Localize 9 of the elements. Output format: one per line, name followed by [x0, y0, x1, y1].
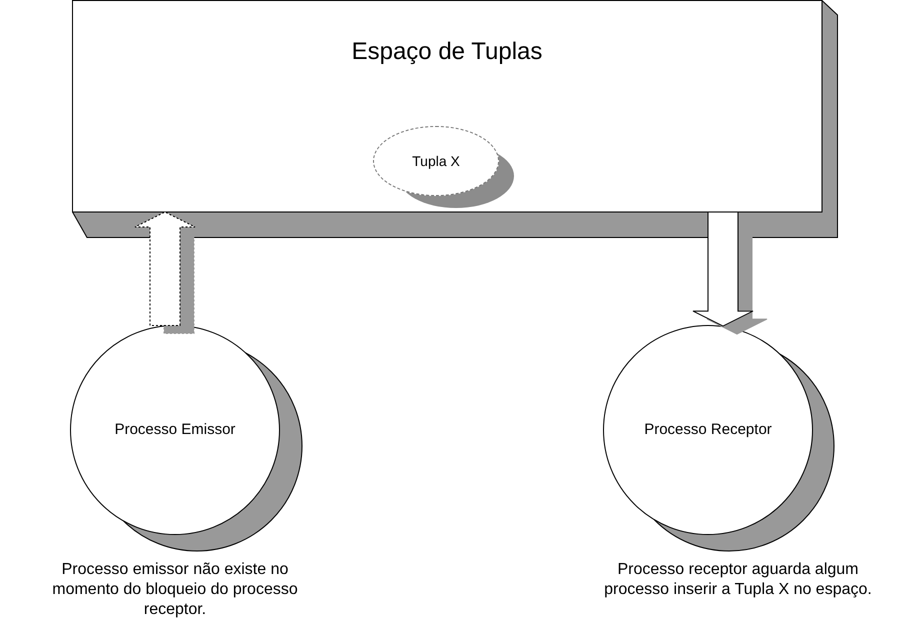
block-arrow — [134, 211, 196, 326]
node-label: Processo Emissor — [114, 420, 236, 440]
caption-text: Processo emissor não existe no momento do bloqueio do processo receptor. — [51, 560, 299, 620]
block-arrow — [692, 212, 754, 327]
caption-text: Processo receptor aguarda algum processo inserir a Tupla X no espaço. — [603, 560, 873, 600]
node-label: Tupla X — [412, 152, 460, 171]
box-title: Espaço de Tuplas — [350, 37, 544, 67]
node-label: Processo Receptor — [644, 420, 772, 440]
tuple-space-box — [72, 0, 838, 238]
